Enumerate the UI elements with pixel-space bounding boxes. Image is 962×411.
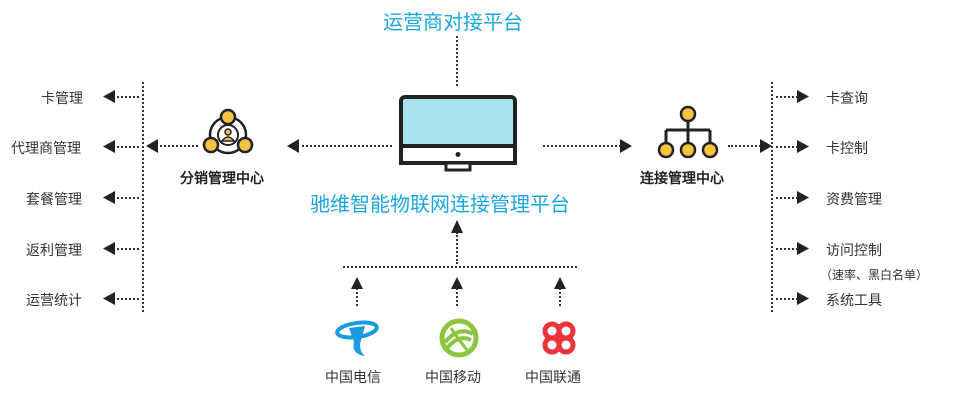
carrier-bus: [343, 266, 577, 268]
right-arrow-line: [776, 298, 798, 300]
user-network-icon: [202, 108, 254, 155]
arrow-right-icon: [797, 191, 809, 204]
right-item-system-tools: 系统工具: [826, 293, 882, 309]
arrow-up-icon: [451, 220, 463, 233]
left-arrow-line: [113, 146, 139, 148]
arrow-right-icon: [797, 292, 809, 305]
right-arrow-line: [776, 96, 798, 98]
right-bracket: [771, 82, 773, 312]
operator-platform-title: 运营商对接平台: [383, 10, 523, 34]
connector-left: [297, 145, 392, 147]
connector-conn-to-bracket: [728, 145, 761, 147]
left-item-rebate-management: 返利管理: [26, 243, 82, 259]
arrow-left-icon: [146, 139, 158, 153]
arrow-right-icon: [797, 242, 809, 255]
arrow-right-icon: [760, 139, 772, 153]
monitor-icon: [399, 95, 517, 172]
left-bracket: [142, 82, 144, 312]
china-telecom-logo: [335, 320, 379, 356]
carrier-china-mobile: 中国移动: [425, 370, 481, 386]
left-arrow-line: [113, 298, 139, 300]
arrow-left-icon: [103, 90, 115, 103]
connector-top: [456, 36, 458, 86]
right-item-access-control: 访问控制: [826, 243, 882, 259]
arrow-right-icon: [797, 140, 809, 153]
arrow-left-icon: [103, 242, 115, 255]
right-item-tariff-management: 资费管理: [826, 192, 882, 208]
right-item-card-query: 卡查询: [826, 91, 868, 107]
arrow-up-icon: [351, 277, 363, 289]
right-arrow-line: [776, 248, 798, 250]
right-arrow-line: [776, 146, 798, 148]
carrier-connector: [559, 288, 561, 306]
carrier-china-unicom: 中国联通: [525, 370, 581, 386]
center-platform-title: 驰维智能物联网连接管理平台: [310, 192, 570, 216]
left-arrow-line: [113, 197, 139, 199]
arrow-left-icon: [287, 139, 299, 153]
distribution-center-label: 分销管理中心: [180, 171, 264, 187]
access-control-note: （速率、黑白名单）: [820, 268, 929, 282]
arrow-right-icon: [620, 139, 632, 153]
carrier-connector: [356, 288, 358, 306]
arrow-right-icon: [797, 90, 809, 103]
china-unicom-logo: [542, 321, 576, 355]
arrow-left-icon: [103, 191, 115, 204]
right-arrow-line: [776, 197, 798, 199]
china-mobile-logo: [439, 318, 479, 358]
connector-bus-up: [456, 232, 458, 264]
left-arrow-line: [113, 248, 139, 250]
left-item-agent-management: 代理商管理: [11, 141, 81, 157]
left-item-card-management: 卡管理: [41, 91, 83, 107]
arrow-up-icon: [554, 277, 566, 289]
left-item-plan-management: 套餐管理: [26, 192, 82, 208]
arrow-left-icon: [103, 140, 115, 153]
left-item-operation-stats: 运营统计: [26, 293, 82, 309]
connector-right: [543, 145, 621, 147]
arrow-left-icon: [103, 292, 115, 305]
connector-dist-to-bracket: [156, 145, 198, 147]
left-arrow-line: [113, 96, 139, 98]
carrier-connector: [456, 288, 458, 306]
arrow-up-icon: [451, 277, 463, 289]
org-tree-icon: [657, 105, 719, 159]
connection-center-label: 连接管理中心: [640, 171, 724, 187]
right-item-card-control: 卡控制: [826, 141, 868, 157]
carrier-china-telecom: 中国电信: [325, 370, 381, 386]
